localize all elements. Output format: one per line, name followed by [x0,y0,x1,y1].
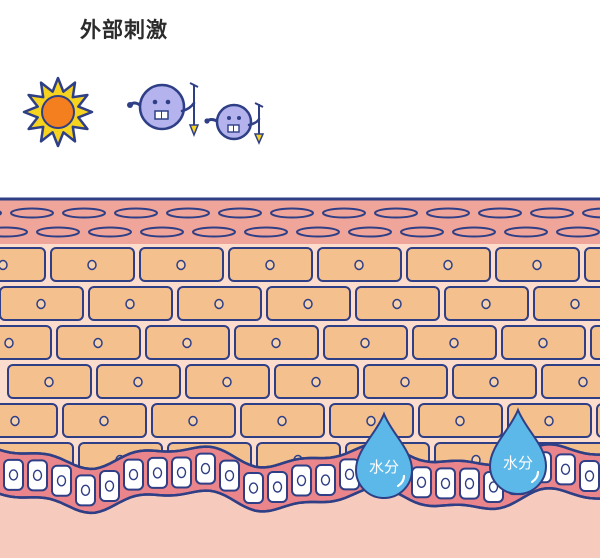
basal-cell [27,459,48,492]
basal-cell [195,452,216,485]
basal-cell [411,466,432,499]
corneum-cell [166,207,210,219]
epidermis-cell [452,364,537,399]
epidermis-cell [0,325,52,360]
basal-cell [123,458,144,491]
epidermis-cell [406,247,491,282]
basal-cell [171,456,192,489]
corneum-cell [348,226,392,238]
diagram-title: 外部刺激 [80,18,168,42]
epidermis-cell [495,247,580,282]
basal-cell [219,459,240,492]
corneum-cell [270,207,314,219]
epidermis-cell [240,403,325,438]
epidermis-cell [185,364,270,399]
epidermis-cell [0,247,46,282]
epidermis-cell [412,325,497,360]
epidermis-cell [323,325,408,360]
basal-cell [243,472,264,505]
epidermis-cell [139,247,224,282]
epidermis-cell [0,286,84,321]
corneum-cell [582,207,600,219]
basal-cell [147,456,168,489]
epidermis-cell [590,325,600,360]
epidermis-cell [541,364,600,399]
germ-icon [204,102,265,145]
germ-icon [127,82,200,138]
basal-cell [51,464,72,497]
corneum-cell [322,207,366,219]
water-drops: 水分 水分 [354,407,548,499]
corneum-cell [400,226,444,238]
epidermis-cell [56,325,141,360]
corneum-cell [296,226,340,238]
corneum-cell [374,207,418,219]
epidermis-cell [533,286,600,321]
basal-cell [3,458,24,491]
epidermis-cell [418,403,503,438]
epidermis-cell [96,364,181,399]
epidermis-cell [355,286,440,321]
dermis [0,487,600,558]
basal-cell [291,464,312,497]
water-drop-icon: 水分 [488,407,548,495]
epidermis-cell [228,247,313,282]
epidermis-cell [444,286,529,321]
basal-cell [315,464,336,497]
epidermis-cell [145,325,230,360]
corneum-cell [452,226,496,238]
epidermis-cell [596,403,600,438]
basal-cell [99,470,120,503]
basal-cell [435,467,456,500]
water-drop-label: 水分 [503,454,533,472]
corneum-cells [0,207,600,238]
water-drop-icon: 水分 [354,411,414,499]
corneum-cell [478,207,522,219]
corneum-cell [426,207,470,219]
skin-cross-section: 水分 水分 [0,197,600,558]
corneum-cell [556,226,600,238]
corneum-cell [62,207,106,219]
corneum-cell [88,226,132,238]
water-drop-label: 水分 [369,458,399,476]
epidermis-cell [363,364,448,399]
basal-cell [579,460,600,493]
epidermis-cell [50,247,135,282]
basal-cell [459,467,480,500]
sun-icon [22,76,94,148]
epidermis-cell [177,286,262,321]
basal-cell [267,470,288,503]
corneum-cell [114,207,158,219]
basal-cell [555,453,576,486]
epidermis-cell [62,403,147,438]
corneum-cell [218,207,262,219]
basal-cell [75,474,96,507]
epidermis-cell [274,364,359,399]
epidermis-cell [151,403,236,438]
epidermis-cell [266,286,351,321]
corneum-cell [0,226,28,238]
corneum-cell [530,207,574,219]
epidermis-cell [584,247,600,282]
stratum-corneum [0,198,600,244]
epidermis-cell [329,403,414,438]
epidermis-cell [7,364,92,399]
corneum-cell [244,226,288,238]
corneum-cell [192,226,236,238]
corneum-cell [10,207,54,219]
epidermis-cell [501,325,586,360]
corneum-cell [0,210,2,216]
epidermis-cell [317,247,402,282]
epidermis-cell [88,286,173,321]
corneum-cell [140,226,184,238]
corneum-cell [36,226,80,238]
corneum-cell [504,226,548,238]
epidermis-cell [234,325,319,360]
epidermis-cell [0,403,58,438]
